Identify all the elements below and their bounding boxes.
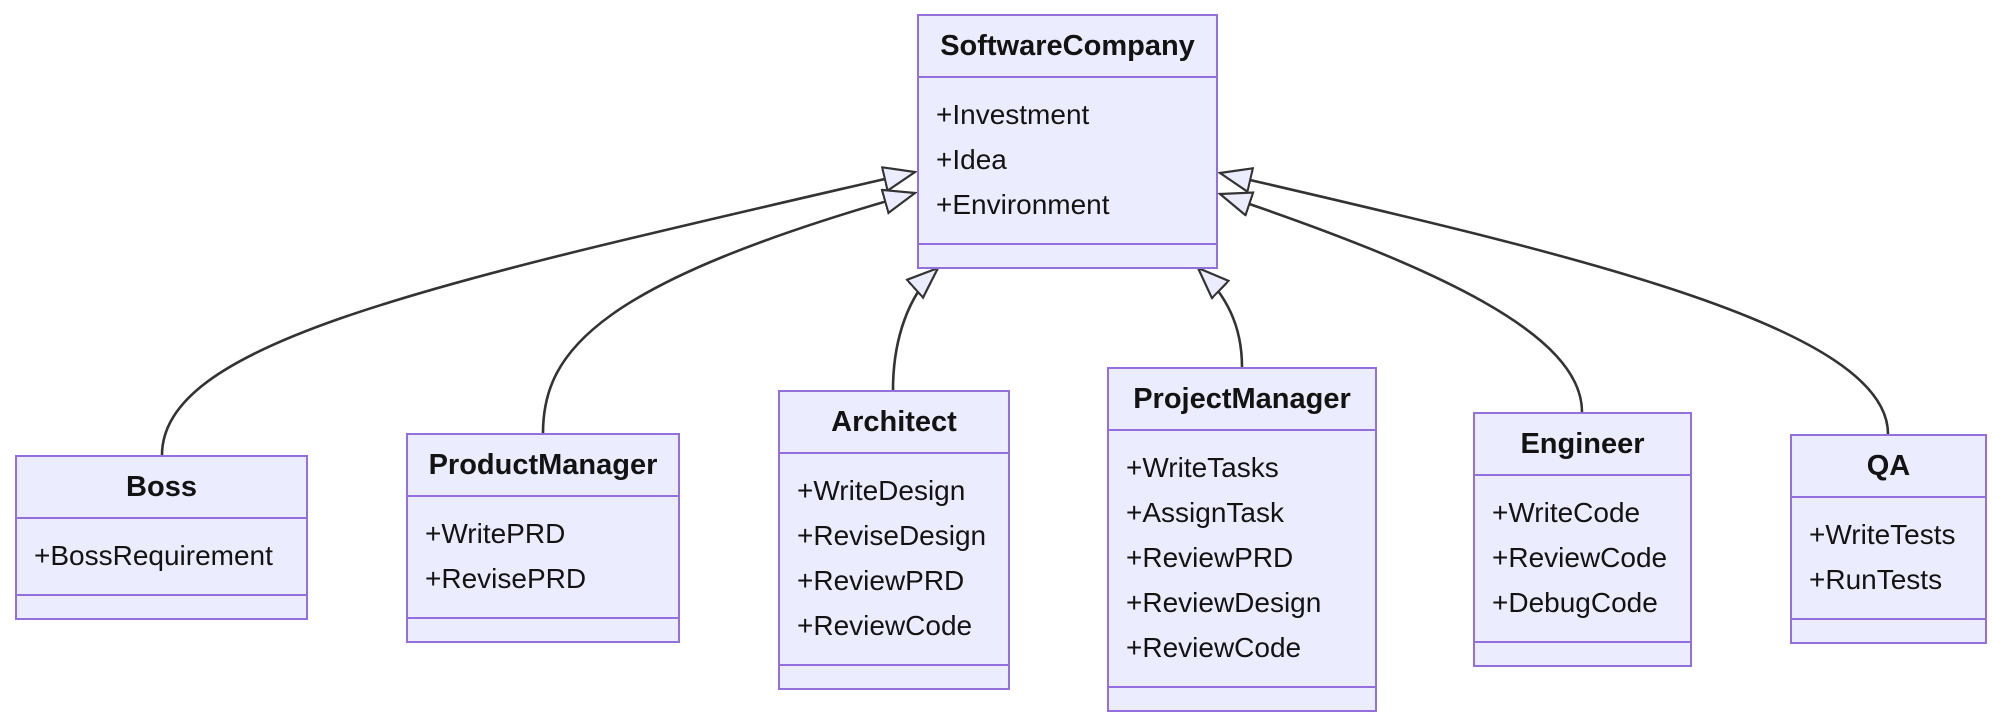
class-box-engineer: Engineer +WriteCode +ReviewCode +DebugCode — [1473, 412, 1692, 667]
inheritance-edge-engineer-to-softwarecompany — [1220, 194, 1584, 413]
inheritance-edge-architect-to-softwarecompany — [891, 268, 938, 391]
class-title: Architect — [780, 392, 1008, 454]
inheritance-edge-qa-to-softwarecompany — [1220, 173, 1890, 435]
inheritance-edge-boss-to-softwarecompany — [160, 172, 915, 456]
class-title: Engineer — [1475, 414, 1690, 476]
class-attribute: +WriteTests — [1809, 519, 1956, 550]
class-attribute: +RunTests — [1809, 564, 1943, 595]
class-attributes: +BossRequirement — [17, 519, 306, 596]
class-box-qa: QA +WriteTests +RunTests — [1790, 434, 1987, 644]
class-attribute: +WriteTasks — [1126, 452, 1279, 483]
class-attribute: +ReviewDesign — [1126, 587, 1322, 618]
class-methods-empty — [408, 619, 678, 641]
class-attribute: +Idea — [936, 144, 1007, 175]
class-box-productmanager: ProductManager +WritePRD +RevisePRD — [406, 433, 680, 643]
class-title: ProjectManager — [1109, 369, 1375, 431]
class-attribute: +ReviewCode — [797, 610, 973, 641]
class-attribute: +ReviewPRD — [1126, 542, 1294, 573]
class-attribute: +WriteDesign — [797, 475, 966, 506]
class-attributes: +WriteTasks +AssignTask +ReviewPRD +ReviewD… — [1109, 431, 1375, 688]
class-methods-empty — [17, 596, 306, 618]
class-attributes: +WriteDesign +ReviseDesign +ReviewPRD +Revi… — [780, 454, 1008, 666]
class-attribute: +ReviewCode — [1492, 542, 1668, 573]
inheritance-edge-projectmanager-to-softwarecompany — [1198, 268, 1244, 368]
class-title: ProductManager — [408, 435, 678, 497]
class-methods-empty — [919, 245, 1216, 267]
class-methods-empty — [1109, 688, 1375, 710]
class-attribute: +WritePRD — [425, 518, 566, 549]
class-attributes: +Investment +Idea +Environment — [919, 78, 1216, 245]
class-box-boss: Boss +BossRequirement — [15, 455, 308, 620]
class-title: SoftwareCompany — [919, 16, 1216, 78]
inheritance-edge-productmanager-to-softwarecompany — [541, 193, 915, 434]
class-methods-empty — [1792, 620, 1985, 642]
class-attribute: +DebugCode — [1492, 587, 1658, 618]
class-attributes: +WriteTests +RunTests — [1792, 498, 1985, 620]
class-title: Boss — [17, 457, 306, 519]
class-methods-empty — [1475, 643, 1690, 665]
class-box-projectmanager: ProjectManager +WriteTasks +AssignTask +Re… — [1107, 367, 1377, 712]
class-attribute: +BossRequirement — [34, 540, 273, 571]
class-attributes: +WriteCode +ReviewCode +DebugCode — [1475, 476, 1690, 643]
class-box-softwarecompany: SoftwareCompany +Investment +Idea +Environ… — [917, 14, 1218, 269]
class-attribute: +WriteCode — [1492, 497, 1641, 528]
class-attribute: +ReviseDesign — [797, 520, 987, 551]
class-attribute: +Environment — [936, 189, 1110, 220]
class-title: QA — [1792, 436, 1985, 498]
class-attribute: +AssignTask — [1126, 497, 1284, 528]
class-attributes: +WritePRD +RevisePRD — [408, 497, 678, 619]
class-box-architect: Architect +WriteDesign +ReviseDesign +Revi… — [778, 390, 1010, 690]
class-attribute: +ReviewPRD — [797, 565, 965, 596]
class-methods-empty — [780, 666, 1008, 688]
class-attribute: +ReviewCode — [1126, 632, 1302, 663]
class-attribute: +Investment — [936, 99, 1090, 130]
class-attribute: +RevisePRD — [425, 563, 587, 594]
